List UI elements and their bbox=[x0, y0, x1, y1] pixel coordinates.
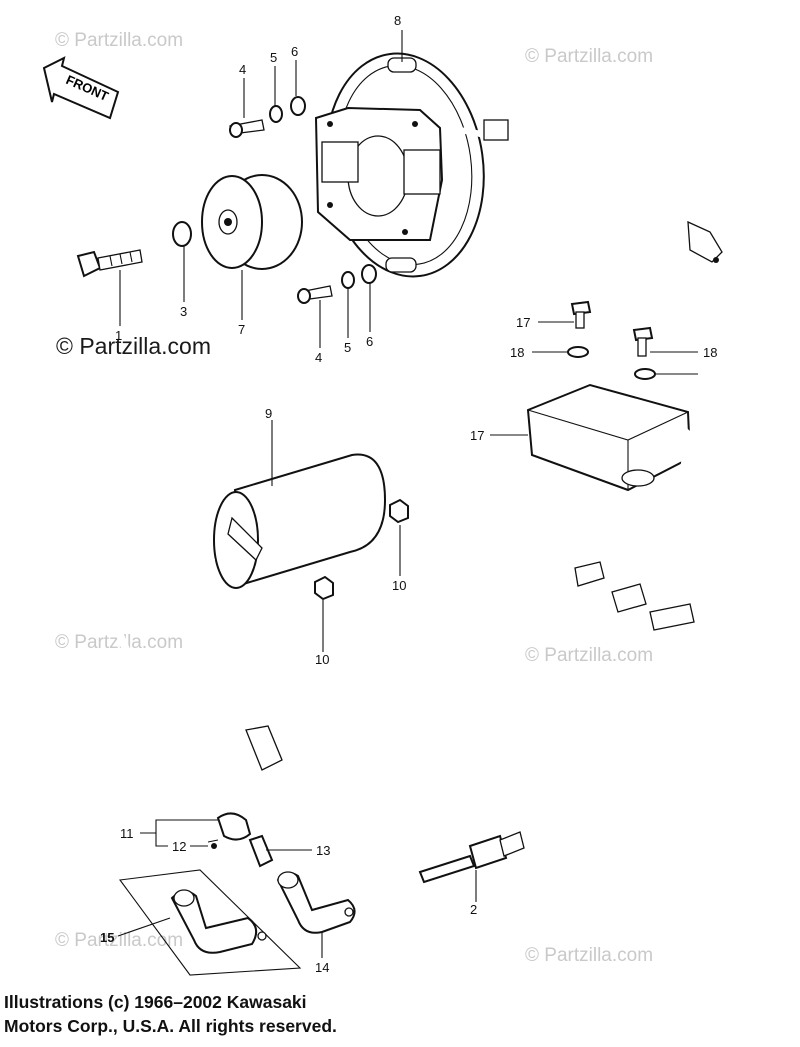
plug-cap-part-14 bbox=[276, 871, 356, 934]
callout-14: 14 bbox=[315, 960, 329, 975]
callout-2: 2 bbox=[470, 902, 477, 917]
callout-5-top: 5 bbox=[270, 50, 277, 65]
stator-assembly bbox=[314, 52, 723, 278]
cdi-unit bbox=[526, 383, 721, 631]
callout-13: 13 bbox=[316, 843, 330, 858]
bolt-washer-set bbox=[567, 300, 656, 380]
callout-9: 9 bbox=[265, 406, 272, 421]
front-arrow-icon: FRONT bbox=[42, 56, 120, 120]
washer-part-3 bbox=[172, 221, 192, 247]
watermark-bottom-left: © Partzilla.com bbox=[55, 930, 184, 951]
screw-set-bottom bbox=[297, 264, 377, 304]
nut-part-10-lower bbox=[314, 575, 334, 601]
watermark-main: © Partzilla.com bbox=[56, 333, 211, 359]
callout-4-top: 4 bbox=[239, 62, 246, 77]
callout-3: 3 bbox=[180, 304, 187, 319]
callout-6-top: 6 bbox=[291, 44, 298, 59]
copyright-line-1: Illustrations (c) 1966–2002 Kawasaki bbox=[4, 992, 307, 1012]
rotor bbox=[201, 174, 303, 270]
callout-4-bottom: 4 bbox=[315, 350, 322, 365]
callout-15: 15 bbox=[100, 930, 114, 945]
spark-plug-part-2 bbox=[418, 831, 525, 884]
callout-1: 1 bbox=[115, 328, 122, 343]
connector-part-13 bbox=[248, 834, 274, 868]
callout-8: 8 bbox=[394, 13, 401, 28]
kit-outline-part-15 bbox=[119, 869, 302, 976]
callout-numbers: 8 4 5 6 1 3 7 4 5 6 9 10 10 17 17 18 18 … bbox=[100, 13, 717, 975]
callout-10-upper: 10 bbox=[392, 578, 406, 593]
callout-16: 17 bbox=[470, 428, 484, 443]
callout-12: 12 bbox=[172, 839, 186, 854]
bolt-part-1 bbox=[76, 249, 143, 278]
watermark-top-right: © Partzilla.com bbox=[525, 46, 654, 67]
callout-17-right: 18 bbox=[703, 345, 717, 360]
watermark-top-left: © Partzilla.com bbox=[55, 30, 184, 51]
watermark-mid-right: © Partzilla.com bbox=[525, 645, 654, 666]
watermark-bottom-right: © Partzilla.com bbox=[525, 945, 654, 966]
callout-17-left: 17 bbox=[516, 315, 530, 330]
callout-18-left: 18 bbox=[510, 345, 524, 360]
clamp-part-11 bbox=[207, 812, 252, 849]
callout-5-bottom: 5 bbox=[344, 340, 351, 355]
copyright-line-2: Motors Corp., U.S.A. All rights reserved… bbox=[4, 1016, 337, 1036]
leader-lines bbox=[117, 30, 698, 958]
ignition-coil bbox=[114, 453, 387, 839]
callout-6-bottom: 6 bbox=[366, 334, 373, 349]
nut-part-10-upper bbox=[389, 498, 409, 524]
screw-set-top bbox=[229, 96, 306, 138]
callout-7: 7 bbox=[238, 322, 245, 337]
callout-11: 11 bbox=[120, 826, 134, 841]
callout-10-lower: 10 bbox=[315, 652, 329, 667]
